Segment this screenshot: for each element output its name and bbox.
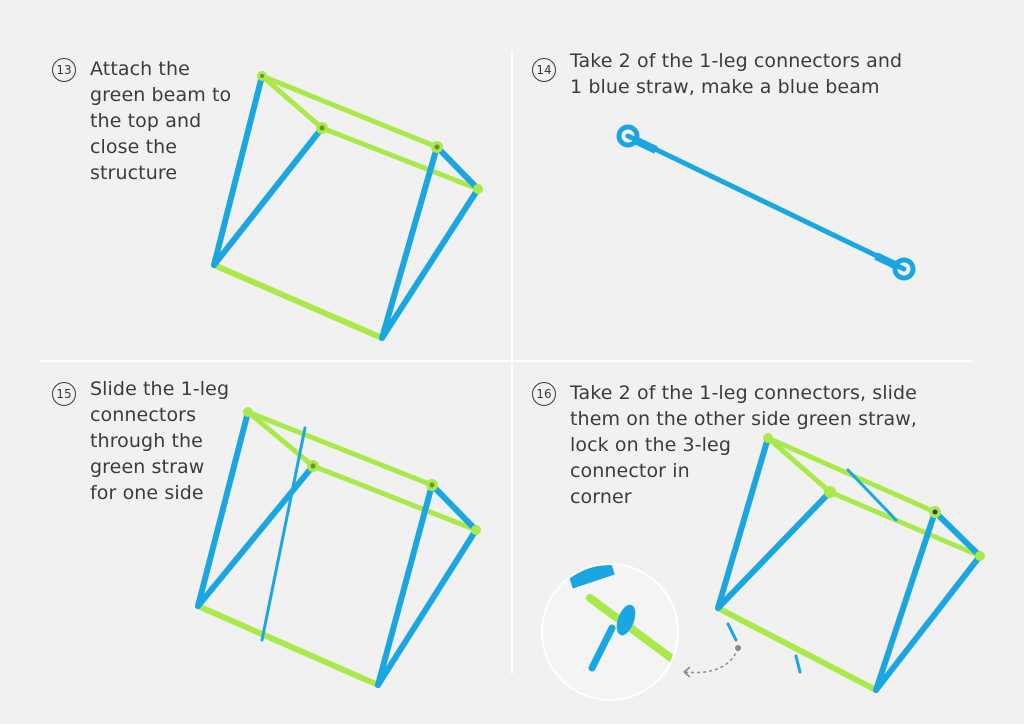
step-13-number: 13 [52, 58, 76, 82]
step-16-text: Take 2 of the 1-leg connectors, slide th… [570, 382, 918, 508]
step-15-structure-image [195, 407, 481, 688]
blue-beam-image [616, 124, 916, 281]
step-15-number: 15 [52, 382, 76, 406]
divider-vertical [511, 50, 513, 674]
zoom-detail-image [541, 563, 679, 701]
step-15-text: Slide the 1-leg connectors through the g… [90, 378, 230, 504]
step-16-structure-image [715, 433, 985, 693]
step-14-number: 14 [532, 58, 556, 82]
step-13-text: Attach the green beam to the top and clo… [90, 58, 232, 184]
step-13-structure-image [211, 71, 483, 341]
step-16-number: 16 [532, 382, 556, 406]
divider-horizontal [40, 360, 972, 362]
zoom-pointer-arrow [683, 645, 741, 678]
step-14-text: Take 2 of the 1-leg connectors and 1 blu… [570, 50, 903, 98]
